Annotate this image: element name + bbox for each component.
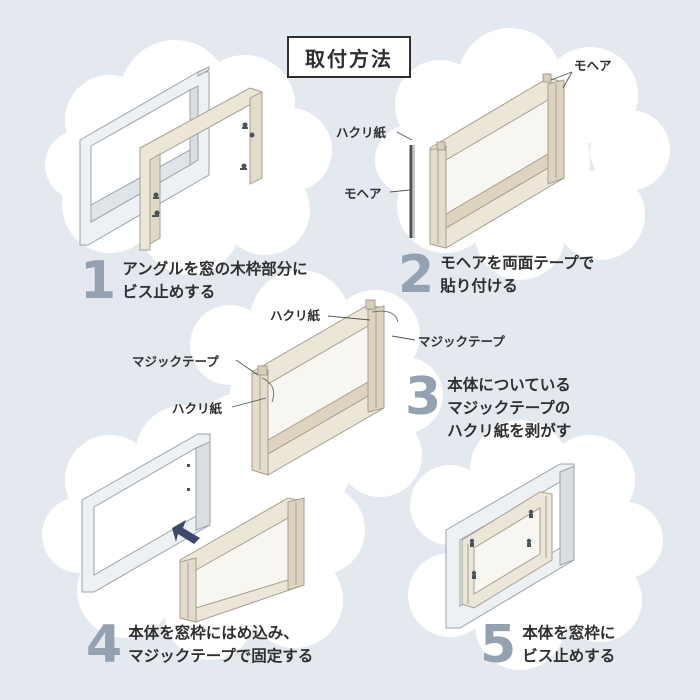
step-3-number: 3 <box>405 367 442 427</box>
step-2-line-2: 貼り付ける <box>440 277 518 295</box>
step-4-number: 4 <box>86 615 123 675</box>
step-1-line-2: ビス止めする <box>122 283 216 301</box>
label-release-paper-3a: ハクリ紙 <box>270 308 321 323</box>
label-release-paper-3b: ハクリ紙 <box>172 401 223 416</box>
step-4-line-1: 本体を窓枠にはめ込み、 <box>128 624 299 642</box>
step-1-line-1: アングルを窓の木枠部分に <box>122 260 308 278</box>
step-5-text: 本体を窓枠に ビス止めする <box>522 622 615 668</box>
step-3-line-3: ハクリ紙を剥がす <box>447 422 572 440</box>
step-3-text: 本体についている マジックテープの ハクリ紙を剥がす <box>447 374 571 443</box>
step-3-line-1: 本体についている <box>447 376 571 394</box>
step-1: 1 アングルを窓の木枠部分に ビス止めする <box>80 251 308 311</box>
step2-illustration <box>389 71 573 249</box>
step-1-number: 1 <box>80 251 117 311</box>
step-4: 4 本体を窓枠にはめ込み、 マジックテープで固定する <box>86 615 313 675</box>
step1-illustration <box>79 66 263 251</box>
step-1-text: アングルを窓の木枠部分に ビス止めする <box>122 258 307 304</box>
step4-illustration <box>81 433 305 623</box>
label-mohair-2: モヘア <box>344 186 382 201</box>
step-2-line-1: モヘアを両面テープで <box>440 254 595 272</box>
step-2: 2 モヘアを両面テープで 貼り付ける <box>398 245 594 305</box>
step-5-number: 5 <box>480 615 517 675</box>
page-title: 取付方法 <box>287 36 411 78</box>
step-2-number: 2 <box>398 245 435 305</box>
step-5: 5 本体を窓枠に ビス止めする <box>480 615 615 675</box>
step-4-line-2: マジックテープで固定する <box>128 647 314 665</box>
step3-illustration <box>231 299 416 476</box>
step-3-line-2: マジックテープの <box>447 399 571 417</box>
step-3: 3 本体についている マジックテープの ハクリ紙を剥がす <box>405 367 571 443</box>
step5-illustration <box>445 463 575 629</box>
step-2-text: モヘアを両面テープで 貼り付ける <box>440 252 594 298</box>
step-4-text: 本体を窓枠にはめ込み、 マジックテープで固定する <box>128 622 313 668</box>
label-mohair-top: モヘア <box>574 58 612 73</box>
step-5-line-1: 本体を窓枠に <box>522 624 616 642</box>
step-5-line-2: ビス止めする <box>522 647 616 665</box>
label-release-paper-2: ハクリ紙 <box>336 125 387 140</box>
label-magic-tape-3a: マジックテープ <box>418 334 505 349</box>
label-magic-tape-3b: マジックテープ <box>132 354 219 369</box>
